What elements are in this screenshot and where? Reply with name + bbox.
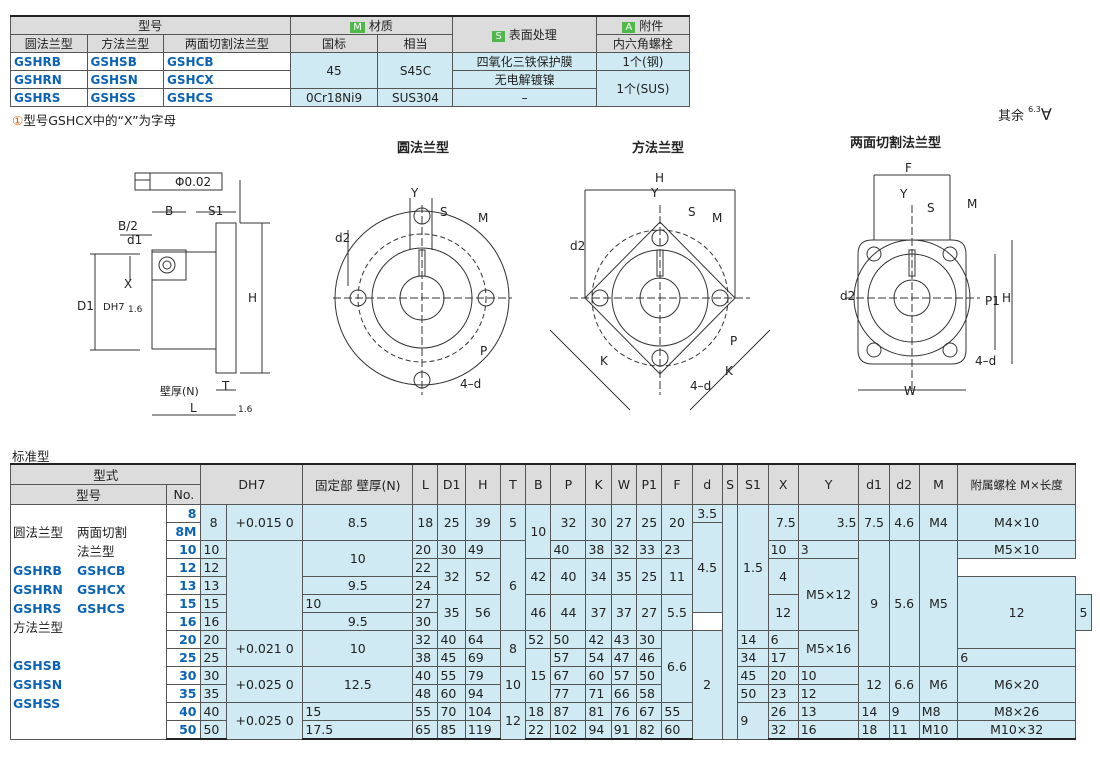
svg-text:d2: d2 [840,289,855,303]
surf-cell: 无电解镀镍 [452,70,597,89]
acc-cell: 1个(钢) [595,52,691,71]
svg-text:K: K [600,354,609,368]
model-link[interactable]: GSHCB [163,52,291,71]
section-label: 标准型 [12,449,50,464]
model-link[interactable]: GSHRN [10,70,88,89]
svg-text:S: S [688,205,696,219]
svg-text:M: M [967,197,977,211]
material-tag: M [350,22,365,33]
round-flange [333,198,512,395]
h-bolt: 附属螺栓 M×长度 [957,463,1077,505]
cut-flange [845,174,1013,395]
model-link[interactable]: GSHSS [86,88,165,107]
svg-text:H: H [1002,291,1011,305]
svg-text:4–d: 4–d [975,354,996,368]
accessory-tag: A [622,22,636,33]
svg-text:W: W [904,384,916,398]
tolerance-label: Φ0.02 [175,175,211,189]
header-bolt: 内六角螺栓 [595,34,691,53]
svg-text:壁厚(N): 壁厚(N) [160,384,199,398]
svg-text:Y: Y [650,186,659,200]
model-link[interactable]: GSHRB [10,52,88,71]
surface-tag: S [492,31,505,42]
svg-text:H: H [655,171,664,185]
header-cut: 两面切割法兰型 [163,34,291,53]
square-flange [549,189,771,411]
svg-text:d1: d1 [127,233,142,247]
svg-text:S: S [927,201,935,215]
header-model: 型号 [10,15,291,35]
h-type: 型式 [9,463,202,485]
svg-text:Y: Y [899,187,908,201]
mat-cell: 0Cr18Ni9 [289,88,379,107]
model-link[interactable]: GSHCX [163,70,291,89]
cut-title: 两面切割法兰型 [850,136,942,151]
svg-text:P: P [480,344,487,358]
acc-cell: 1个(SUS) [595,70,691,107]
h-model: 型号 [9,484,168,505]
svg-text:P1: P1 [985,294,1000,308]
spec-table: 型式 DH7 固定部 壁厚(N) L D1 H T B P K W P1 F d… [9,463,1092,740]
svg-text:DH7: DH7 [103,302,125,313]
side-view [90,172,270,416]
note-icon: ① [12,113,24,128]
type-list: 圆法兰型 GSHRB GSHRN GSHRS 方法兰型 GSHSB GSHSN … [9,504,168,740]
header-round: 圆法兰型 [10,34,88,53]
svg-text:Y: Y [410,186,419,200]
h-dh7: DH7 [200,463,304,505]
svg-text:S1: S1 [208,204,223,218]
svg-text:d2: d2 [335,231,350,245]
svg-text:D1: D1 [77,299,94,313]
note: ①型号GSHCX中的“X”为字母 [12,113,177,128]
roughness-symbol: ∀ [1040,105,1052,124]
svg-text:P: P [730,334,737,348]
svg-text:F: F [905,161,912,175]
round-title: 圆法兰型 [397,141,450,156]
svg-text:B/2: B/2 [118,219,138,233]
model-link[interactable]: GSHRS [10,88,88,107]
mat-cell: 45 [289,52,379,89]
model-link[interactable]: GSHSB [86,52,165,71]
h-wall: 固定部 壁厚(N) [302,463,414,505]
svg-text:4–d: 4–d [690,379,711,393]
svg-text:H: H [248,291,257,305]
model-link[interactable]: GSHCS [163,88,291,107]
svg-text:1.6: 1.6 [128,305,143,315]
svg-text:L: L [190,401,197,415]
h-no: No. [166,484,202,505]
header-square: 方法兰型 [86,34,165,53]
drawings: Φ0.02 B S1 B/2 d1 X D1 DH7 1.6 H 壁厚(N) T… [77,161,1013,416]
mat-cell: S45C [377,52,454,89]
mat-cell: SUS304 [377,88,454,107]
svg-text:M: M [712,211,722,225]
svg-text:d2: d2 [570,239,585,253]
model-link[interactable]: GSHSN [86,70,165,89]
surf-cell: 四氧化三铁保护膜 [452,52,597,71]
svg-text:M: M [478,211,488,225]
square-title: 方法兰型 [632,141,685,156]
header-equiv: 相当 [377,34,454,53]
svg-text:K: K [725,364,734,378]
roughness-note: 其余 6.3∀ [998,105,1052,124]
svg-text:B: B [165,204,173,218]
header-std: 国标 [289,34,379,53]
svg-text:4–d: 4–d [460,377,481,391]
svg-text:T: T [221,379,230,393]
svg-text:X: X [124,277,132,291]
svg-text:S: S [440,205,448,219]
svg-text:1.6: 1.6 [238,405,253,415]
surf-cell: – [452,88,597,107]
